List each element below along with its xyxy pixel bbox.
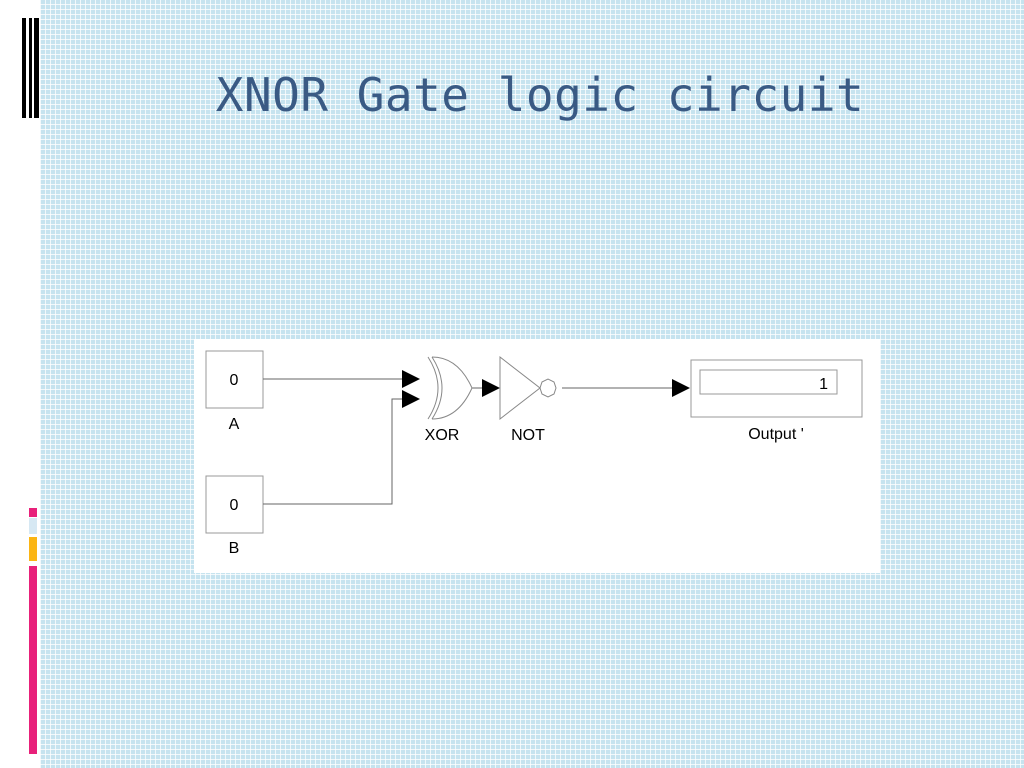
output-display[interactable]: 1: [690, 359, 863, 418]
input-b-block[interactable]: 0: [205, 475, 264, 534]
input-a-block[interactable]: 0: [205, 350, 264, 409]
accent-yellow: [29, 537, 37, 561]
xor-gate[interactable]: [427, 356, 473, 420]
arrow-not-in: [482, 379, 500, 397]
slide-title: XNOR Gate logic circuit: [215, 68, 865, 122]
not-gate-label: NOT: [511, 427, 545, 444]
circuit-svg: 0 A 0 B XOR N: [205, 350, 863, 557]
output-label: Output ': [748, 426, 804, 443]
arrow-b-in: [402, 390, 420, 408]
wire-b-to-xor: [263, 398, 402, 505]
circuit-diagram: 0 A 0 B XOR N: [194, 339, 880, 573]
accent-pink-small: [29, 508, 37, 517]
input-b-label: B: [229, 540, 240, 557]
wires: [263, 378, 672, 505]
output-value: 1: [819, 376, 828, 393]
xor-gate-label: XOR: [425, 427, 460, 444]
arrow-a-in: [402, 370, 420, 388]
accent-light: [29, 518, 37, 534]
input-a-label: A: [229, 416, 240, 433]
not-gate[interactable]: [499, 355, 557, 421]
output-value-field: [699, 369, 838, 395]
accent-pink-bar: [29, 566, 37, 754]
input-a-value: 0: [230, 372, 239, 389]
arrow-output-in: [672, 379, 690, 397]
title-bar-mark: [22, 18, 42, 118]
input-b-value: 0: [230, 497, 239, 514]
